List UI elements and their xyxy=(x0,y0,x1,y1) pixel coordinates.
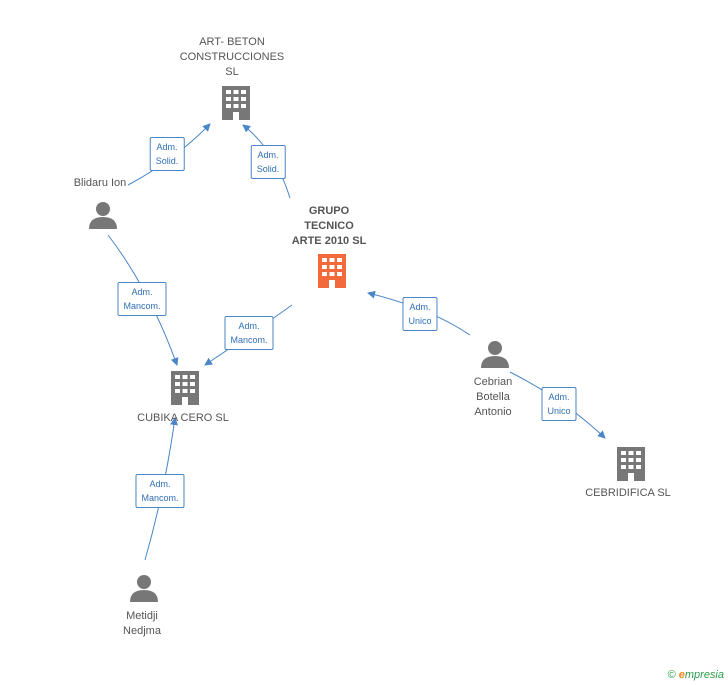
edge-badge-cebrian-cebridifica[interactable]: Adm. Unico xyxy=(541,387,577,421)
building-icon-cubika[interactable] xyxy=(171,371,199,405)
brand-logo-letter: e xyxy=(678,669,685,681)
person-icon-cebrian[interactable] xyxy=(481,341,509,368)
edge-badge-blidaru-art[interactable]: Adm. Solid. xyxy=(149,137,185,171)
building-icon-cebridifica[interactable] xyxy=(617,447,645,481)
building-icon-art-beton[interactable] xyxy=(222,86,250,120)
node-label-cebrian[interactable]: Cebrian Botella Antonio xyxy=(473,376,513,418)
node-label-grupo[interactable]: GRUPO TECNICO ARTE 2010 SL xyxy=(291,205,367,247)
node-label-metidji[interactable]: Metidji Nedjma xyxy=(123,610,161,637)
edge-badge-blidaru-cubika[interactable]: Adm. Mancom. xyxy=(117,282,167,316)
person-icon-blidaru[interactable] xyxy=(89,202,117,229)
node-label-art-beton[interactable]: ART- BETON CONSTRUCCIONES SL xyxy=(179,36,285,78)
edge-badge-grupo-cubika[interactable]: Adm. Mancom. xyxy=(224,316,274,350)
edge-badge-grupo-art[interactable]: Adm. Solid. xyxy=(250,145,286,179)
copyright-icon: © xyxy=(667,669,676,681)
person-icon-metidji[interactable] xyxy=(130,575,158,602)
edge-badge-metidji-cubika[interactable]: Adm. Mancom. xyxy=(135,474,185,508)
node-label-cubika[interactable]: CUBIKA CERO SL xyxy=(137,412,229,424)
brand-name: mpresia xyxy=(684,669,724,681)
building-icon-grupo[interactable] xyxy=(318,254,346,288)
edge-badge-cebrian-grupo[interactable]: Adm. Unico xyxy=(402,297,438,331)
node-label-cebridifica[interactable]: CEBRIDIFICA SL xyxy=(585,487,671,499)
brand-footer[interactable]: ©empresia xyxy=(668,669,724,681)
node-label-blidaru[interactable]: Blidaru Ion xyxy=(73,177,127,189)
